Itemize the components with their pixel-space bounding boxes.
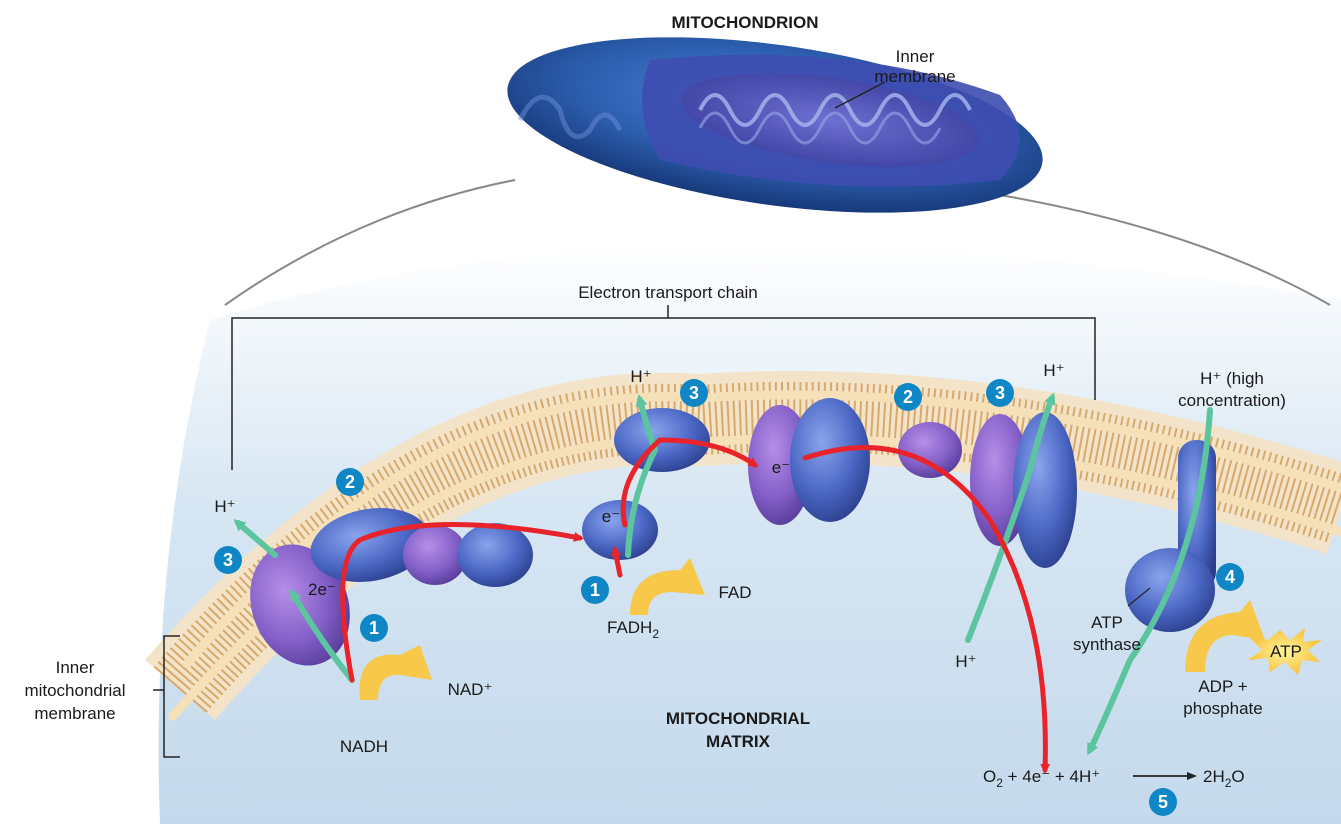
inner-membrane-label-2: membrane bbox=[874, 67, 955, 86]
inner-membrane-label-1: Inner bbox=[896, 47, 935, 66]
fad-label: FAD bbox=[718, 583, 751, 602]
svg-text:3: 3 bbox=[223, 550, 233, 570]
e-minus-label-fad: e⁻ bbox=[602, 507, 620, 526]
step-badge-2a: 2 bbox=[336, 468, 364, 496]
h-plus-label-left: H⁺ bbox=[214, 497, 235, 516]
step-badge-1b: 1 bbox=[581, 576, 609, 604]
step-badge-3b: 3 bbox=[680, 379, 708, 407]
inner-mito-membrane-label-2: mitochondrial bbox=[24, 681, 125, 700]
h-plus-label-right: H⁺ bbox=[1043, 361, 1064, 380]
adp-label-2: phosphate bbox=[1183, 699, 1262, 718]
diagram-title: MITOCHONDRION bbox=[671, 13, 818, 32]
atp-synthase-label-2: synthase bbox=[1073, 635, 1141, 654]
matrix-label-2: MATRIX bbox=[706, 732, 771, 751]
inner-mito-membrane-label-3: membrane bbox=[34, 704, 115, 723]
svg-text:3: 3 bbox=[689, 383, 699, 403]
atp-label: ATP bbox=[1270, 642, 1302, 661]
matrix-label-1: MITOCHONDRIAL bbox=[666, 709, 810, 728]
svg-text:5: 5 bbox=[1158, 792, 1168, 812]
step-badge-3a: 3 bbox=[214, 546, 242, 574]
nadh-label: NADH bbox=[340, 737, 388, 756]
svg-text:1: 1 bbox=[590, 580, 600, 600]
adp-label-1: ADP + bbox=[1198, 677, 1247, 696]
svg-text:2: 2 bbox=[345, 472, 355, 492]
etc-label: Electron transport chain bbox=[578, 283, 758, 302]
step-badge-2b: 2 bbox=[894, 383, 922, 411]
svg-text:4: 4 bbox=[1225, 567, 1235, 587]
h-plus-label-fad: H⁺ bbox=[630, 367, 651, 386]
mitochondrion-illustration bbox=[496, 8, 1053, 242]
svg-text:3: 3 bbox=[995, 383, 1005, 403]
two-e-label: 2e⁻ bbox=[308, 580, 336, 599]
nad-plus-label: NAD⁺ bbox=[448, 680, 493, 699]
step-badge-1a: 1 bbox=[360, 614, 388, 642]
h-high-label-1: H⁺ (high bbox=[1200, 369, 1264, 388]
h-plus-label-bottom: H⁺ bbox=[955, 652, 976, 671]
step-badge-3c: 3 bbox=[986, 379, 1014, 407]
step-badge-5: 5 bbox=[1149, 788, 1177, 816]
svg-text:1: 1 bbox=[369, 618, 379, 638]
svg-text:2: 2 bbox=[903, 387, 913, 407]
inner-mito-membrane-label-1: Inner bbox=[56, 658, 95, 677]
step-badge-4: 4 bbox=[1216, 563, 1244, 591]
e-minus-label-mid: e⁻ bbox=[772, 458, 790, 477]
atp-synthase-label-1: ATP bbox=[1091, 613, 1123, 632]
h-high-label-2: concentration) bbox=[1178, 391, 1286, 410]
